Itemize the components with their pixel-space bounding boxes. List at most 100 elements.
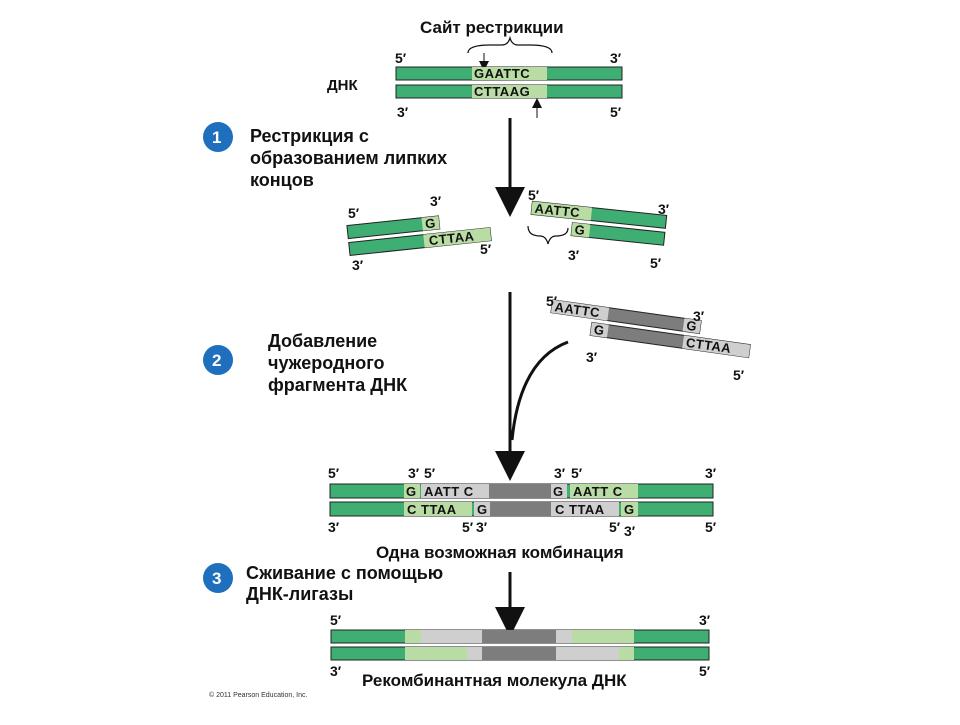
seq-g: G [406,484,417,499]
end-label: 3′ [430,193,442,209]
step-2-text-line: Добавление [268,331,377,351]
foreign-core [482,630,556,643]
end-label: 3′ [610,50,622,66]
site-sequence-bottom: CTTAAG [474,84,530,99]
sticky-region [404,502,472,516]
foreign-sticky [590,322,609,338]
sticky-region [570,484,638,498]
end-label: 5′ [733,367,745,383]
step-2-number: 2 [212,351,221,370]
foreign-sticky [682,335,751,358]
restriction-site-title: Сайт рестрикции [420,18,564,37]
end-label: 5′ [650,255,662,271]
sticky-end-cttaa: CTTAA [428,228,475,248]
end-label: 5′ [699,663,711,679]
sticky-end-cttaa: CTTAA [685,335,732,356]
sticky-region [621,502,638,516]
recombinant-caption: Рекомбинантная молекула ДНК [362,671,627,690]
sticky-end-g: G [593,322,606,338]
seq-g: G [624,502,635,517]
end-label: 3′ [693,308,705,324]
foreign-sticky [556,647,619,660]
end-label: 3′ [586,349,598,365]
seq-aatt-c: AATT C [424,484,474,499]
foreign-sticky [551,484,567,498]
foreign-sticky [467,647,482,660]
sticky-region [423,227,492,248]
step-1-text-line: Рестрикция с [250,126,369,146]
seq-aatt-c: AATT C [573,484,623,499]
site-sequence-top: GAATTC [474,66,530,81]
dna-label: ДНК [327,77,359,94]
sticky-region [405,630,421,643]
sticky-end-g: G [685,318,698,334]
seq-g: G [477,502,488,517]
sticky-region [472,67,547,80]
step-2-badge [203,345,233,375]
sticky-end-brace [527,225,569,245]
end-label: 5′ [528,187,540,203]
end-label: 5′ [424,465,436,481]
step-2-text-line: фрагмента ДНК [268,375,408,395]
copyright-text: © 2011 Pearson Education, Inc. [209,691,307,699]
foreign-sticky [474,502,490,516]
end-label: 3′ [330,663,342,679]
sticky-region [531,201,593,221]
sticky-region [404,484,420,498]
step-1-text-line: концов [250,170,314,190]
end-label: 3′ [568,247,580,263]
end-label: 3′ [705,465,717,481]
end-label: 3′ [397,104,409,120]
sticky-end-aattc: AATTC [534,201,581,221]
right-fragment: AATTC G [530,201,668,246]
end-label: 3′ [624,523,636,539]
foreign-sticky [556,630,572,643]
seq-g: G [553,484,564,499]
foreign-sticky [550,299,610,321]
end-label: 5′ [330,612,342,628]
step-1-text-line: образованием липких [250,148,447,168]
end-label: 5′ [571,465,583,481]
foreign-core [489,484,551,498]
end-label: 3′ [699,612,711,628]
end-label: 3′ [328,519,340,535]
sticky-region [572,630,634,643]
left-fragment: G CTTAA [346,215,492,256]
end-label: 5′ [395,50,407,66]
sticky-end-g: G [574,222,586,238]
end-label: 3′ [554,465,566,481]
end-label: 5′ [609,519,621,535]
sticky-region [421,215,440,231]
foreign-sticky [682,318,702,334]
end-label: 3′ [408,465,420,481]
sticky-end-aattc: AATTC [554,299,601,320]
step-3-text-line: ДНК-лигазы [246,584,353,604]
end-label: 3′ [352,257,364,273]
step-1-number: 1 [212,128,221,147]
step-3-number: 3 [212,569,221,588]
sticky-region [619,647,634,660]
end-label: 5′ [705,519,717,535]
sticky-region [571,222,591,238]
end-label: 5′ [348,205,360,221]
end-label: 3′ [476,519,488,535]
step-3-badge [203,563,233,593]
seq-c-ttaa: C TTAA [407,502,457,517]
foreign-sticky [551,502,619,516]
foreign-sticky [421,630,482,643]
seq-c-ttaa: C TTAA [555,502,605,517]
end-label: 5′ [610,104,622,120]
sticky-region [405,647,467,660]
end-label: 5′ [480,241,492,257]
foreign-sticky [421,484,489,498]
step-2-text-line: чужеродного [268,353,385,373]
combination-caption: Одна возможная комбинация [376,543,624,562]
restriction-site-brace [467,35,553,54]
foreign-core [490,502,551,516]
foreign-fragment: AATTC G G CTTAA [550,299,751,359]
sticky-region [472,85,547,98]
end-label: 3′ [658,201,670,217]
end-label: 5′ [462,519,474,535]
end-label: 5′ [546,293,558,309]
